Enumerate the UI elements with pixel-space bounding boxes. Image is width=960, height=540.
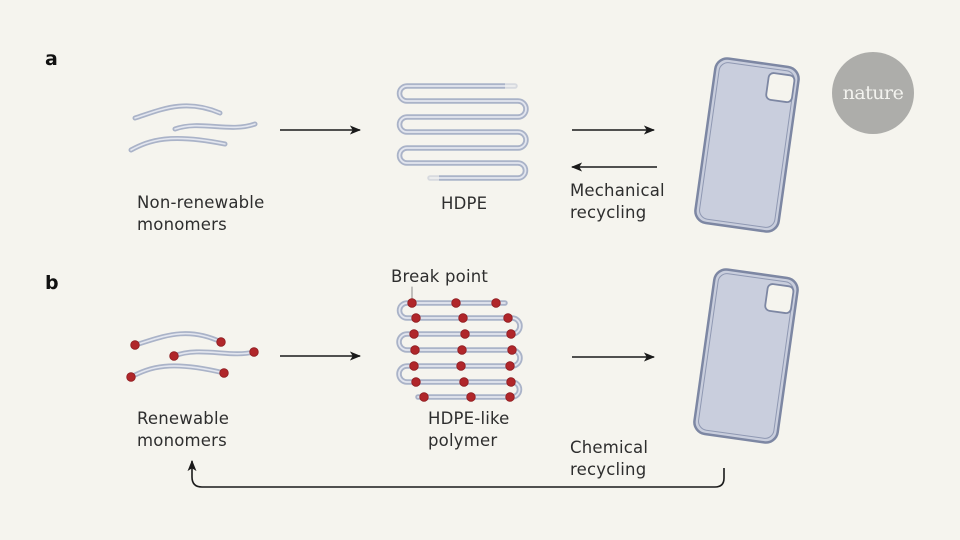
label-line: Mechanical [570, 181, 665, 200]
arrow-chemical-recycling [187, 459, 725, 488]
break-point-dot [409, 329, 419, 339]
hdpe-label: HDPE [441, 194, 488, 213]
hdpe-chain-icon [396, 82, 529, 182]
label-line: monomers [137, 215, 227, 234]
break-point-dot [506, 329, 516, 339]
break-point-dot [505, 392, 515, 402]
hdpe-like-polymer-icon [396, 286, 523, 402]
chemical-recycling-label: Chemical recycling [570, 437, 648, 481]
label-line: monomers [137, 431, 227, 450]
monomer-strand [132, 331, 224, 348]
break-point-dot [219, 368, 229, 378]
label-line: Non-renewable [137, 193, 265, 212]
break-point-dot [459, 377, 469, 387]
label-line: recycling [570, 460, 647, 479]
break-point-dot [466, 392, 476, 402]
monomer-strand [132, 103, 223, 121]
label-line: HDPE-like [428, 409, 510, 428]
break-point-dot [460, 329, 470, 339]
break-point-dot [419, 392, 429, 402]
phone-case-icon [694, 57, 800, 233]
phone-case-icon [693, 268, 799, 444]
break-point-dot [411, 377, 421, 387]
nature-logo: nature [832, 52, 914, 134]
break-point-dot [451, 298, 461, 308]
mechanical-recycling-label: Mechanical recycling [570, 180, 665, 224]
break-point-dot [410, 345, 420, 355]
hdpe-like-polymer-label: HDPE-like polymer [428, 408, 510, 452]
break-point-dot [457, 345, 467, 355]
renewable-monomers-label: Renewable monomers [137, 408, 229, 452]
break-point-dot [503, 313, 513, 323]
renewable-monomers-icon [126, 331, 259, 382]
non-renewable-monomers-label: Non-renewable monomers [137, 192, 264, 236]
break-point-dot [458, 313, 468, 323]
label-line: Chemical [570, 438, 649, 457]
break-point-dot [456, 361, 466, 371]
break-point-dot [249, 347, 259, 357]
break-point-dot [169, 351, 179, 361]
break-point-dot [507, 345, 517, 355]
panel-a-label: a [45, 48, 58, 70]
non-renewable-monomers-icon [128, 103, 258, 153]
break-point-dot [491, 298, 501, 308]
logo-text: nature [842, 82, 904, 104]
break-point-dot [411, 313, 421, 323]
break-point-dot [407, 298, 417, 308]
break-point-dot [506, 377, 516, 387]
label-line: polymer [428, 431, 498, 450]
break-point-dot [126, 372, 136, 382]
break-point-dot [505, 361, 515, 371]
break-point-dot [130, 340, 140, 350]
break-point-label: Break point [391, 267, 489, 286]
break-point-dot [409, 361, 419, 371]
label-line: recycling [570, 203, 647, 222]
panel-b-label: b [45, 272, 59, 294]
break-point-dot [216, 337, 226, 347]
label-line: Renewable [137, 409, 230, 428]
